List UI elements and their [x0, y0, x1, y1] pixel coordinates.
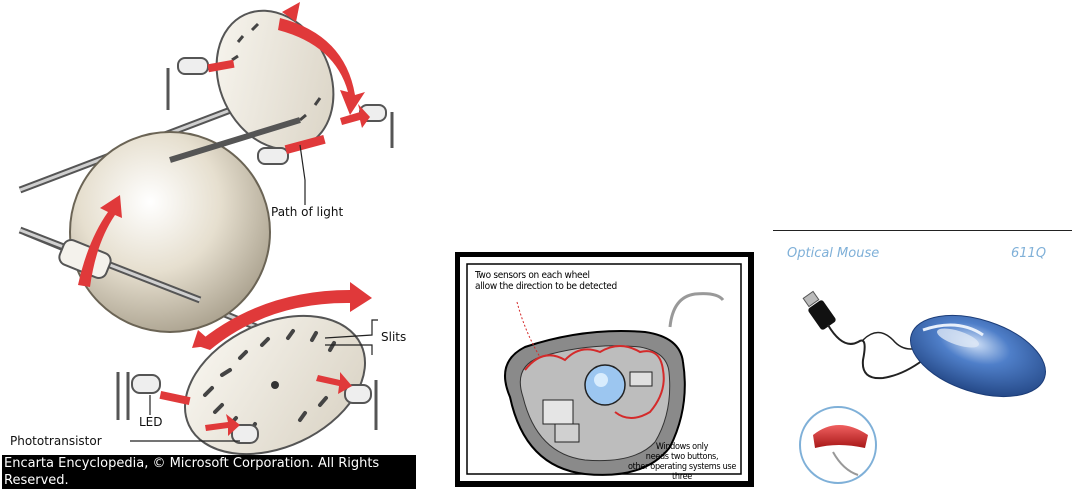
note-top-line-1: Two sensors on each wheel: [475, 270, 617, 281]
slits-label: Slits: [381, 330, 406, 344]
optical-mouse-illustration: [773, 230, 1072, 491]
note-bottom-line-1: Windows only: [617, 442, 747, 452]
note-bottom: Windows only needs two buttons, other op…: [617, 442, 747, 482]
mouse-cutaway-sketch: Two sensors on each wheel allow the dire…: [455, 252, 755, 488]
encarta-credit: Encarta Encyclopedia, © Microsoft Corpor…: [2, 455, 416, 489]
note-top-line-2: allow the direction to be detected: [475, 281, 617, 292]
mouse-internals-illustration: [0, 0, 440, 491]
note-bottom-line-2: needs two buttons,: [617, 452, 747, 462]
note-bottom-line-3: other operating systems use three: [617, 462, 747, 482]
credit-line-2: Reserved.: [4, 472, 69, 489]
phototransistor-label: Phototransistor: [10, 434, 102, 448]
credit-line-1: Encarta Encyclopedia, © Microsoft Corpor…: [4, 455, 414, 472]
mechanical-mouse-diagram: Path of light Slits LED Phototransistor …: [0, 0, 440, 491]
led-label: LED: [139, 415, 163, 429]
path-of-light-label: Path of light: [271, 205, 343, 219]
note-top: Two sensors on each wheel allow the dire…: [475, 270, 617, 292]
optical-mouse-product: Optical Mouse 611Q: [773, 230, 1072, 491]
